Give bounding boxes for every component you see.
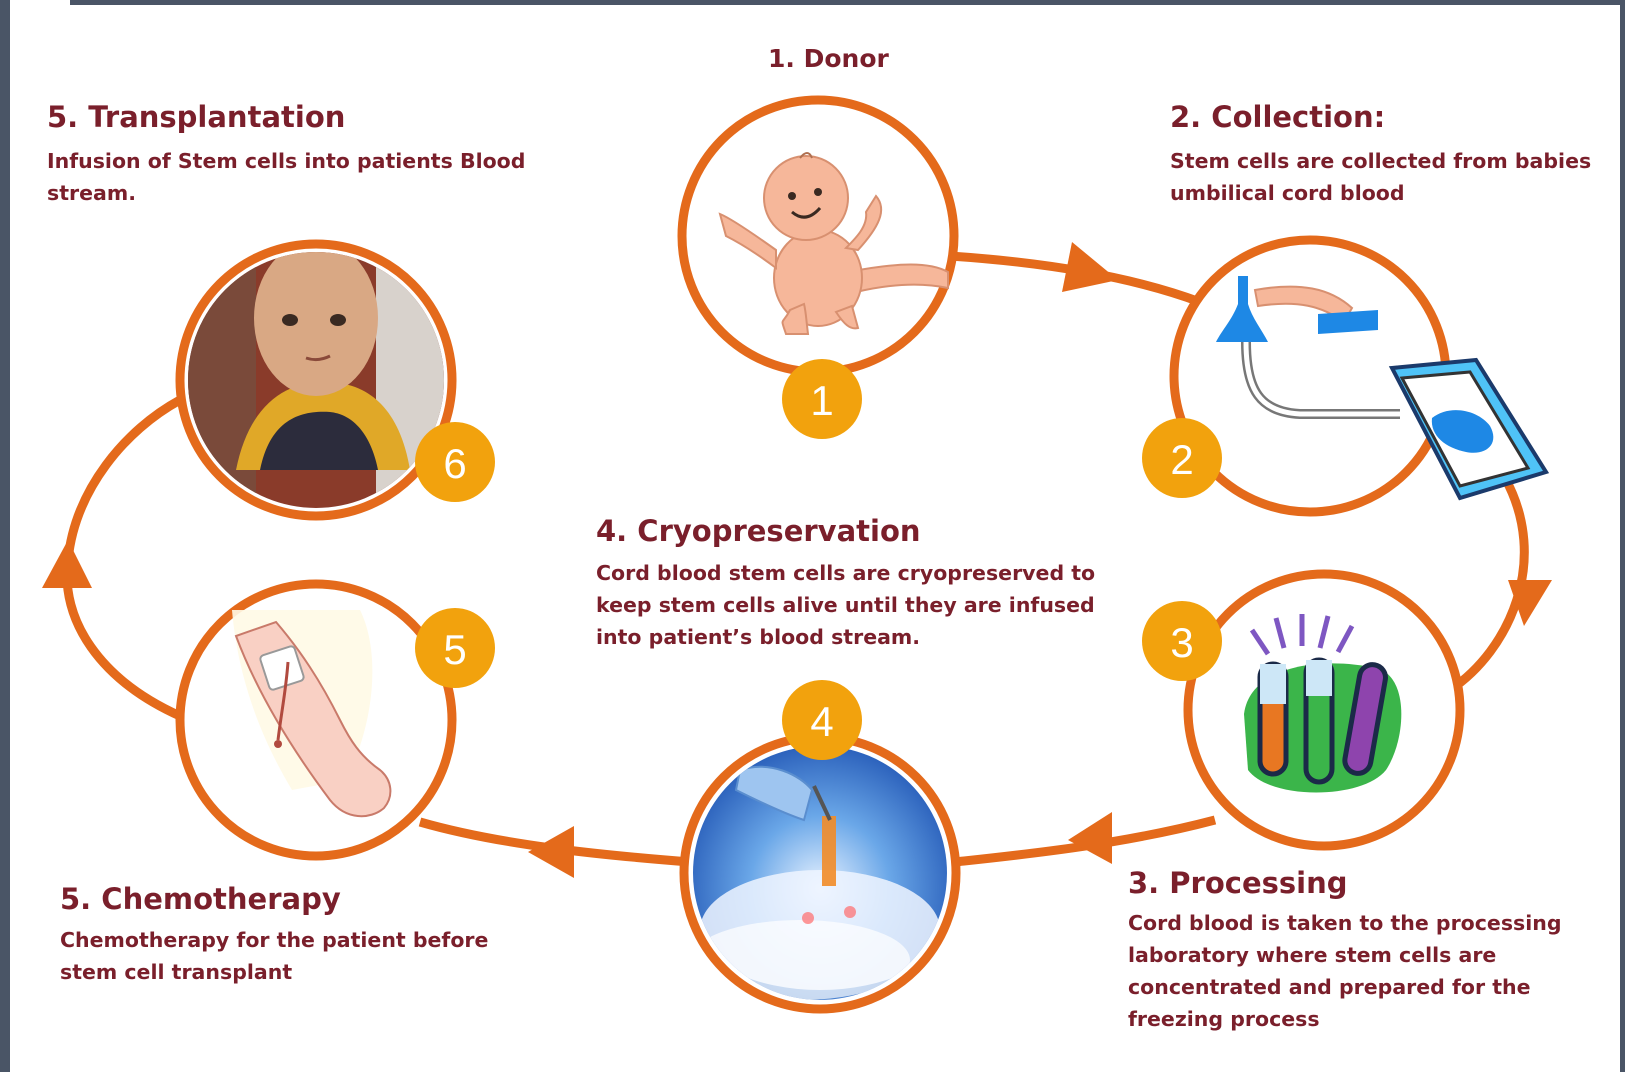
step-chemotherapy: 5 [175, 579, 495, 861]
cycle-arrowheads [42, 242, 1552, 878]
badge-2 [1142, 418, 1222, 498]
transplantation-description: Infusion of Stem cells into patients Blo… [47, 145, 525, 209]
badge-5 [415, 608, 495, 688]
badge-5-label: 5 [443, 626, 466, 673]
badge-2-label: 2 [1170, 436, 1193, 483]
transplantation-description-line: stream. [47, 181, 136, 205]
processing-description-line: Cord blood is taken to the processing [1128, 911, 1562, 935]
arrowhead-cryo-chemo [528, 826, 574, 878]
baby-icon [718, 152, 949, 335]
processing-description-line: freezing process [1128, 1007, 1320, 1031]
connector-processing-to-cryo [954, 815, 1217, 867]
transplantation-description-line: Infusion of Stem cells into patients Blo… [47, 149, 526, 173]
badge-3-label: 3 [1170, 619, 1193, 666]
step-collection: 2 [1142, 235, 1550, 517]
connector-transplant-link [63, 396, 183, 561]
step-cryopreservation: 4 [679, 680, 961, 1014]
badge-6 [415, 422, 495, 502]
collection-description: Stem cells are collected from babies umb… [1170, 145, 1591, 209]
collection-bag-icon [1216, 276, 1550, 501]
chemotherapy-description-line: Chemotherapy for the patient before [60, 928, 489, 952]
badge-4-label: 4 [810, 698, 833, 745]
arrowhead-donor-collection [1062, 242, 1118, 292]
transplantation-title: 5. Transplantation [47, 100, 346, 134]
cryopreservation-description-line: keep stem cells alive until they are inf… [596, 593, 1095, 617]
arrowhead-collection-processing [1508, 580, 1552, 626]
cryopreservation-description-line: Cord blood stem cells are cryopreserved … [596, 561, 1096, 585]
badge-1 [782, 359, 862, 439]
cryopreservation-description-line: into patient’s blood stream. [596, 625, 921, 649]
chemotherapy-title: 5. Chemotherapy [60, 882, 341, 916]
processing-title: 3. Processing [1128, 866, 1348, 900]
cryopreservation-title: 4. Cryopreservation [596, 514, 921, 548]
collection-description-line: umbilical cord blood [1170, 181, 1405, 205]
processing-description-line: laboratory where stem cells are [1128, 943, 1497, 967]
arrowhead-processing-cryo [1068, 812, 1112, 864]
window-frame-right [1620, 0, 1625, 1072]
badge-1-label: 1 [810, 377, 833, 424]
step-donor: 1 [677, 95, 959, 439]
test-tubes-icon [1244, 614, 1402, 793]
step-processing: 3 [1142, 569, 1465, 851]
chemotherapy-description: Chemotherapy for the patient before stem… [60, 924, 488, 988]
iv-arm-icon [232, 610, 392, 818]
processing-description-line: concentrated and prepared for the [1128, 975, 1531, 999]
window-frame-top [70, 0, 1625, 5]
step-transplantation: 6 [175, 239, 495, 521]
badge-4 [782, 680, 862, 760]
collection-title: 2. Collection: [1170, 100, 1386, 134]
badge-6-label: 6 [443, 440, 466, 487]
window-frame-left [0, 0, 10, 1072]
donor-title: 1. Donor [768, 44, 889, 73]
collection-description-line: Stem cells are collected from babies [1170, 149, 1592, 173]
badge-3 [1142, 601, 1222, 681]
processing-description: Cord blood is taken to the processing la… [1128, 907, 1562, 1035]
cryopreservation-description: Cord blood stem cells are cryopreserved … [596, 557, 1095, 653]
chemotherapy-description-line: stem cell transplant [60, 960, 293, 984]
arrowhead-chemo-transplant [42, 540, 92, 588]
